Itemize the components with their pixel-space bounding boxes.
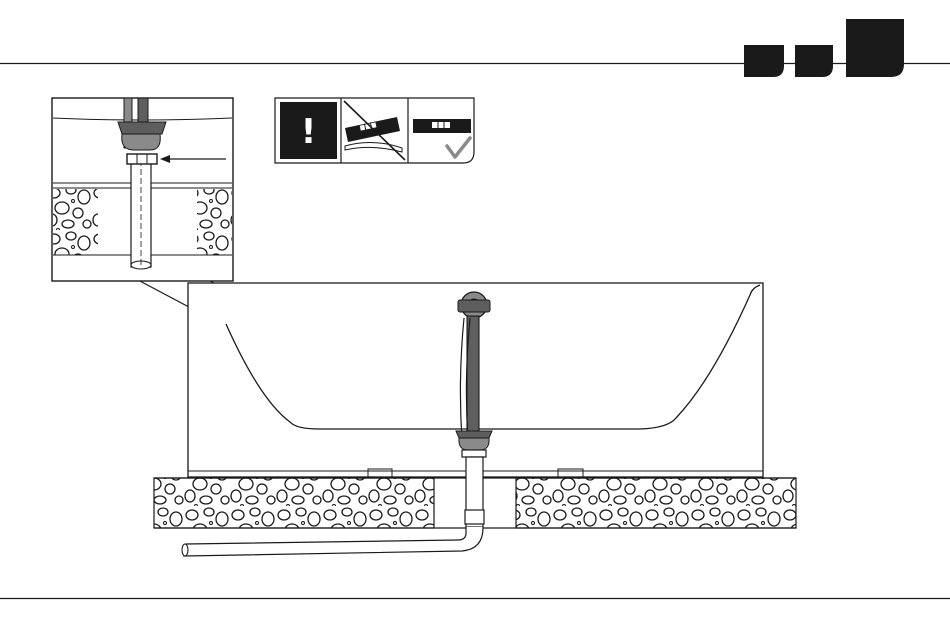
inset-floor-stones-right (197, 189, 232, 255)
bathtub-scene (154, 283, 796, 556)
floor-stones-right (516, 478, 796, 528)
inset-nut (127, 154, 157, 164)
step-tabs (744, 19, 904, 77)
tab-small-2 (795, 45, 833, 77)
warning-panel: ! (275, 98, 474, 163)
warning-symbol: ! (301, 112, 317, 152)
tab-small-1 (744, 45, 784, 77)
tab-large-active (846, 19, 904, 77)
detail-inset (52, 98, 233, 281)
floor-stones-left (154, 478, 434, 528)
inset-floor-stones-left (53, 189, 98, 255)
